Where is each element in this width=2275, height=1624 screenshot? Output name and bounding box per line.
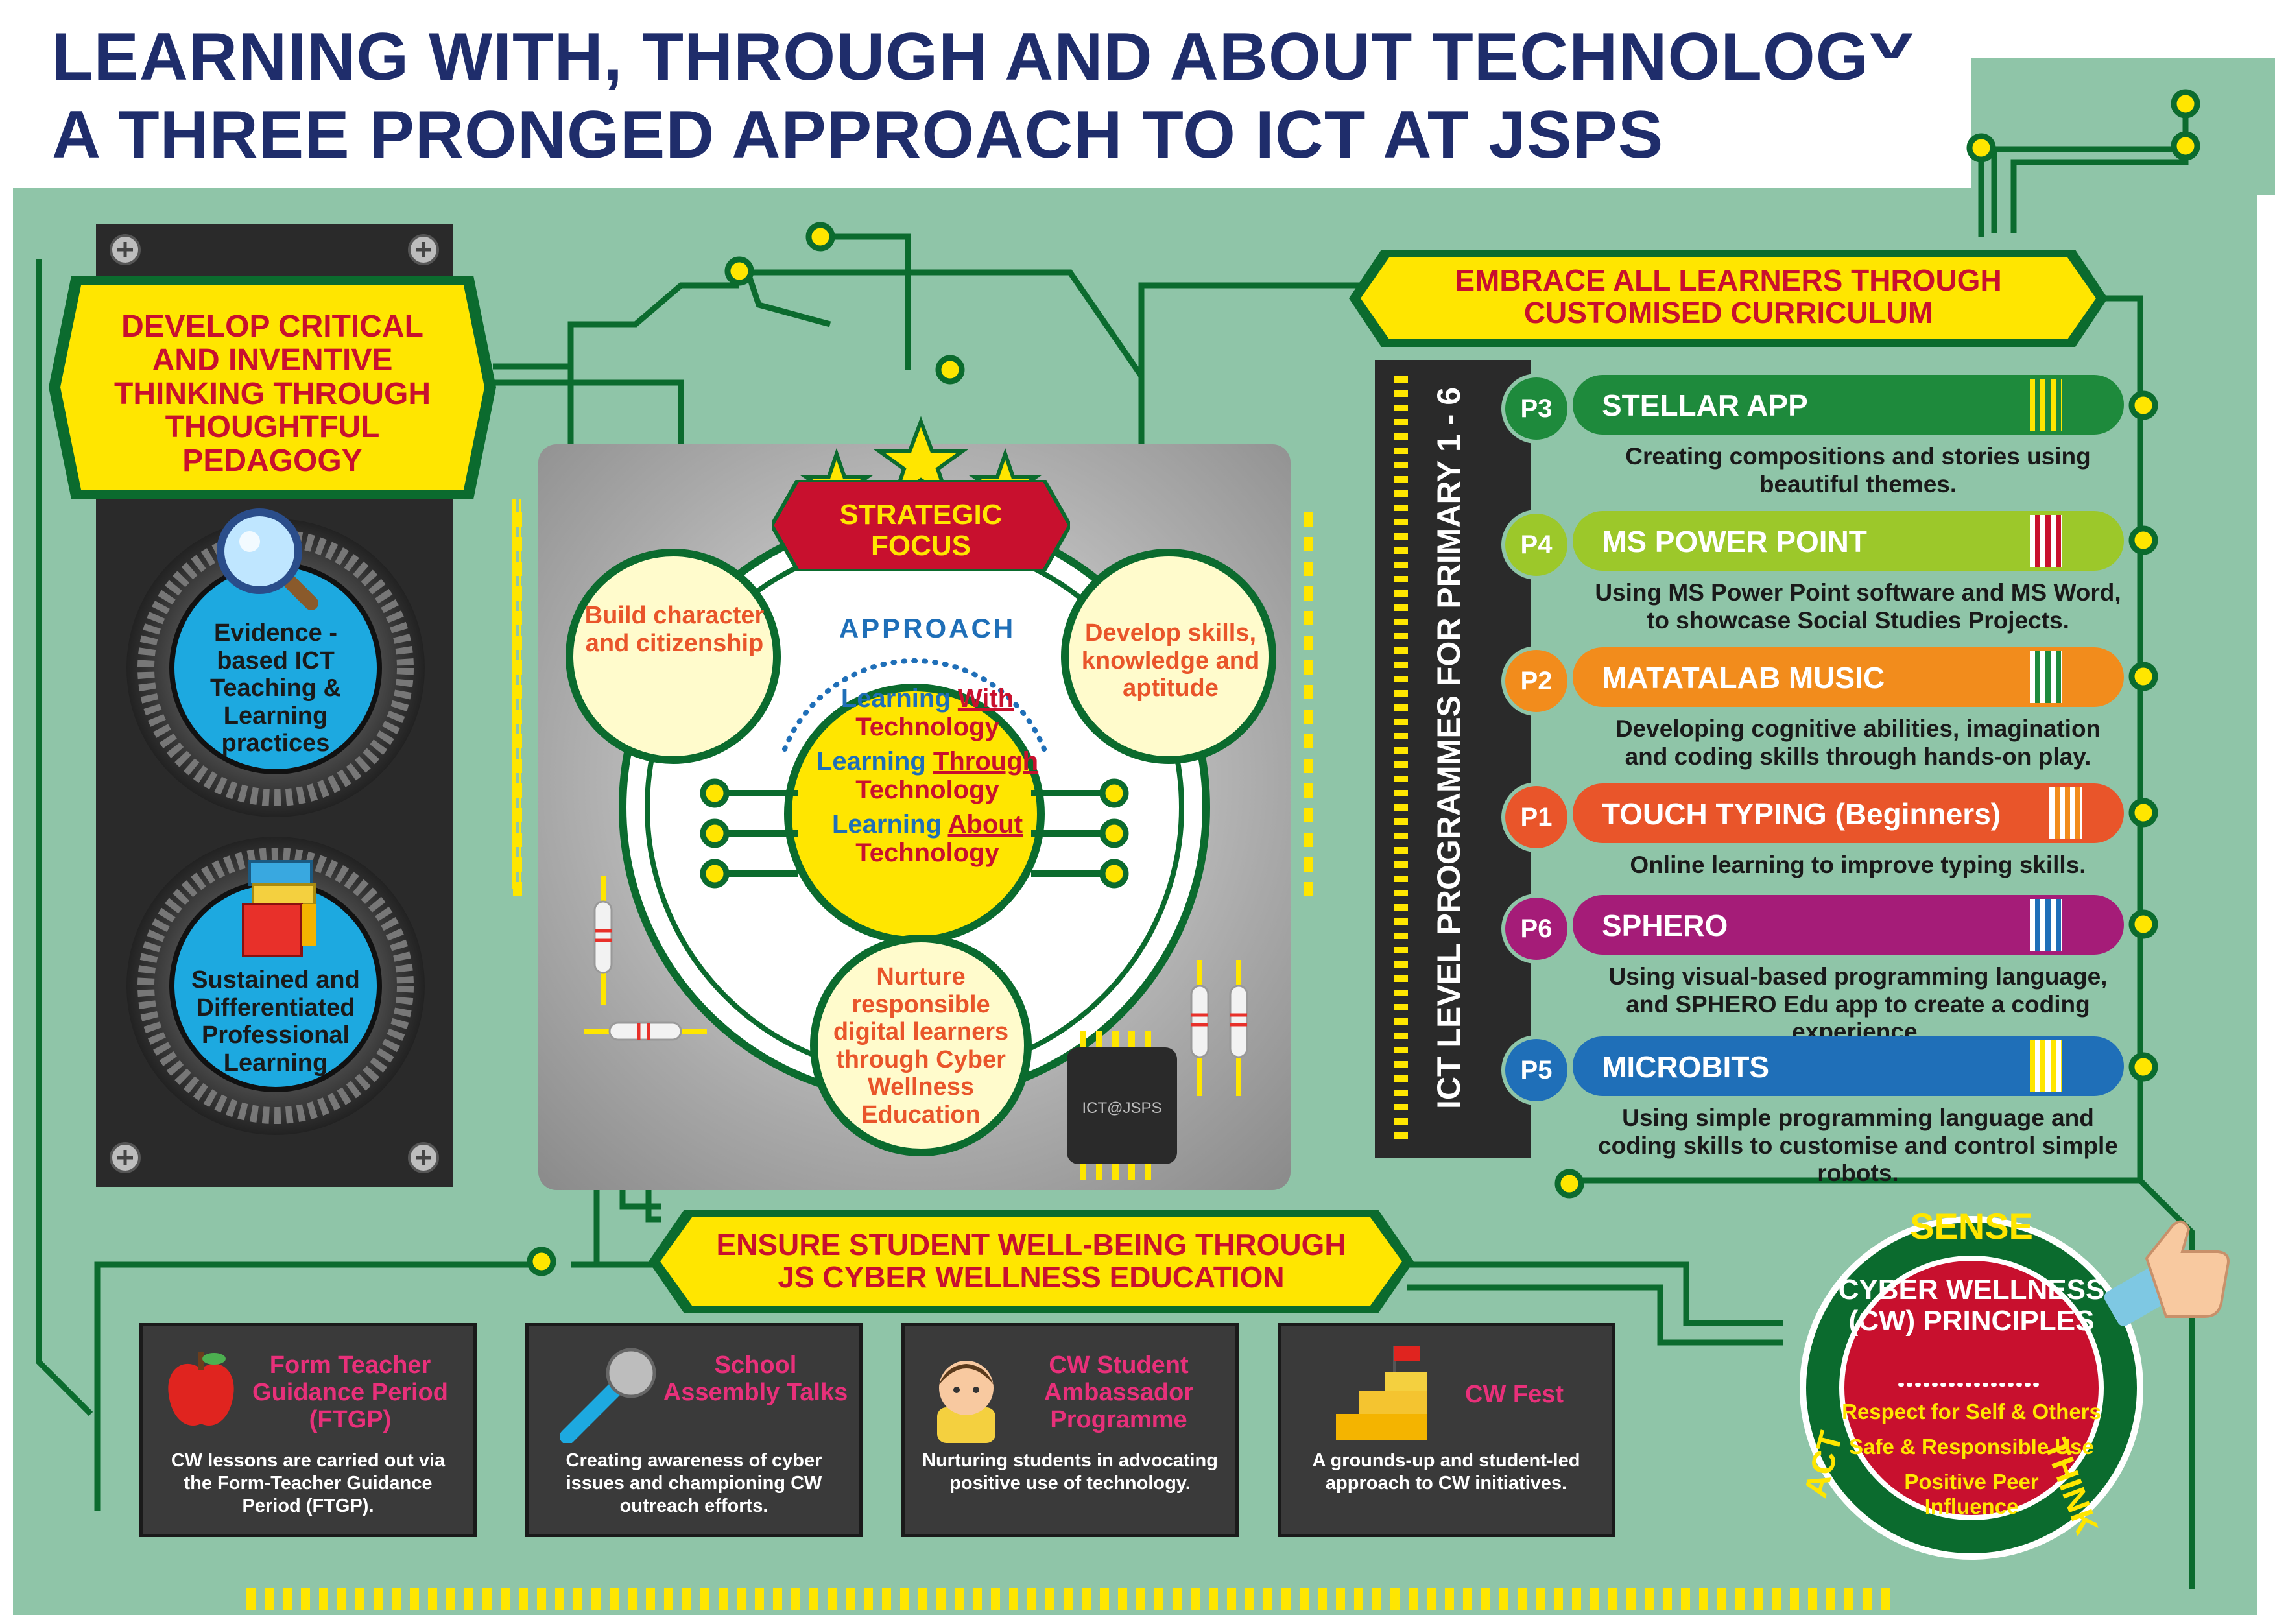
bar-stripes bbox=[2030, 515, 2062, 567]
programme-level-p5: P5 bbox=[1501, 1035, 1571, 1105]
bottom-banner-text: ENSURE STUDENT WELL-BEING THROUGH JS CYB… bbox=[716, 1228, 1346, 1294]
cw-principle-3: Positive Peer Influence bbox=[1904, 1470, 2039, 1518]
programme-level-p2: P2 bbox=[1501, 646, 1571, 716]
programme-name-p6: SPHERO bbox=[1602, 909, 1728, 942]
books-icon bbox=[242, 860, 316, 957]
card-assembly-talks: School Assembly Talks Creating awareness… bbox=[525, 1323, 863, 1537]
small-chip-label: ICT@JSPS bbox=[1082, 1099, 1162, 1117]
bar-stripes bbox=[2030, 899, 2062, 951]
approach-item-about: Learning About Technology bbox=[831, 810, 1023, 867]
approach-item-with: Learning With Technology bbox=[840, 684, 1014, 741]
cw-title: CYBER WELLNESS (CW) PRINCIPLES bbox=[1838, 1274, 2105, 1337]
card-ftgp: Form Teacher Guidance Period (FTGP) CW l… bbox=[139, 1323, 477, 1537]
focus-circles bbox=[566, 549, 1276, 1156]
resistor-components bbox=[584, 876, 1248, 1096]
bar-stripes bbox=[2030, 651, 2062, 703]
bottom-banner-shape bbox=[649, 1210, 1414, 1313]
card-title: CW Student Ambassador Programme bbox=[1043, 1352, 1194, 1433]
left-dials bbox=[126, 519, 425, 1135]
card-title: CW Fest bbox=[1465, 1381, 1564, 1408]
ict-panel-pins bbox=[1394, 376, 1408, 1141]
programme-name-p3: STELLAR APP bbox=[1602, 388, 1808, 422]
programme-desc-p1: Online learning to improve typing skills… bbox=[1630, 852, 2086, 878]
board-top-right-extension bbox=[1971, 58, 2275, 195]
focus-bottom-label: Nurture responsible digital learners thr… bbox=[833, 963, 1009, 1128]
programme-level-p4: P4 bbox=[1501, 510, 1571, 580]
left-banner-text: DEVELOP CRITICAL AND INVENTIVE THINKING … bbox=[114, 309, 431, 479]
focus-left-label: Build character and citizenship bbox=[584, 602, 765, 657]
left-item-2-label: Sustained and Differentiated Professiona… bbox=[191, 966, 360, 1077]
cw-principle-2: Safe & Responsible Use bbox=[1849, 1435, 2094, 1459]
programme-name-p2: MATATALAB MUSIC bbox=[1602, 661, 1885, 695]
card-title: School Assembly Talks bbox=[663, 1352, 848, 1406]
right-banner-shape bbox=[1349, 250, 2108, 347]
programme-desc-p5: Using simple programming language and co… bbox=[1598, 1105, 2118, 1187]
cw-principles-badge bbox=[1800, 1216, 2143, 1560]
card-desc: Creating awareness of cyber issues and c… bbox=[566, 1450, 822, 1516]
programme-bar-p1 bbox=[1573, 783, 2124, 843]
card-desc: CW lessons are carried out via the Form-… bbox=[171, 1450, 446, 1516]
card-cw-fest: CW Fest A grounds-up and student-led app… bbox=[1278, 1323, 1615, 1537]
microphone-icon bbox=[560, 1348, 656, 1443]
chip-pins bbox=[512, 499, 1313, 902]
magnifier-icon bbox=[217, 508, 318, 610]
programme-name-p1: TOUCH TYPING (Beginners) bbox=[1602, 797, 2001, 831]
apple-icon bbox=[168, 1352, 234, 1426]
card-title: Form Teacher Guidance Period (FTGP) bbox=[252, 1352, 448, 1433]
cw-principle-1: Respect for Self & Others bbox=[1842, 1400, 2101, 1424]
left-banner-shape bbox=[49, 276, 496, 499]
strategic-focus-banner bbox=[772, 480, 1070, 571]
card-student-ambassador: CW Student Ambassador Programme Nurturin… bbox=[901, 1323, 1239, 1537]
programme-name-p4: MS POWER POINT bbox=[1602, 525, 1867, 558]
programme-level-p6: P6 bbox=[1501, 894, 1571, 964]
programme-list: P3 STELLAR APP Creating compositions and… bbox=[1501, 374, 2150, 1186]
strategic-focus-label: STRATEGIC FOCUS bbox=[839, 499, 1003, 562]
bottom-pins bbox=[246, 1588, 1894, 1610]
programme-name-p5: MICROBITS bbox=[1602, 1050, 1770, 1084]
programme-desc-p6: Using visual-based programming language,… bbox=[1608, 963, 2108, 1045]
approach-item-through: Learning Through Technology bbox=[816, 747, 1039, 804]
bar-stripes bbox=[2030, 1040, 2062, 1092]
stairs-flag-icon bbox=[1336, 1346, 1427, 1440]
card-desc: A grounds-up and student-led approach to… bbox=[1312, 1450, 1580, 1494]
cw-sense-label: SENSE bbox=[1910, 1206, 2033, 1247]
student-icon bbox=[937, 1361, 995, 1443]
small-chip bbox=[1067, 1031, 1177, 1180]
programme-desc-p4: Using MS Power Point software and MS Wor… bbox=[1595, 579, 2121, 634]
thumbs-up-icon bbox=[2104, 1220, 2230, 1326]
focus-right-label: Develop skills, knowledge and aptitude bbox=[1081, 619, 1260, 702]
left-item-1-label: Evidence -based ICT Teaching & Learning … bbox=[210, 619, 341, 758]
card-desc: Nurturing students in advocating positiv… bbox=[922, 1450, 1218, 1494]
programme-desc-p2: Developing cognitive abilities, imaginat… bbox=[1615, 715, 2101, 770]
panel-screws bbox=[110, 234, 439, 1173]
programme-level-p3: P3 bbox=[1501, 374, 1571, 444]
bar-stripes bbox=[2030, 379, 2062, 431]
approach-label: APPROACH bbox=[839, 613, 1016, 643]
programme-level-p1: P1 bbox=[1501, 782, 1571, 852]
bar-stripes bbox=[2049, 787, 2082, 839]
page-title-line-2: A THREE PRONGED APPROACH TO ICT AT JSPS bbox=[52, 97, 1664, 173]
right-banner-text: EMBRACE ALL LEARNERS THROUGH CUSTOMISED … bbox=[1455, 263, 2002, 329]
page-title-line-1: LEARNING WITH, THROUGH AND ABOUT TECHNOL… bbox=[52, 19, 1927, 95]
programme-desc-p3: Creating compositions and stories using … bbox=[1625, 443, 2091, 497]
ict-vertical-label: ICT LEVEL PROGRAMMES FOR PRIMARY 1 - 6 bbox=[1431, 387, 1467, 1109]
